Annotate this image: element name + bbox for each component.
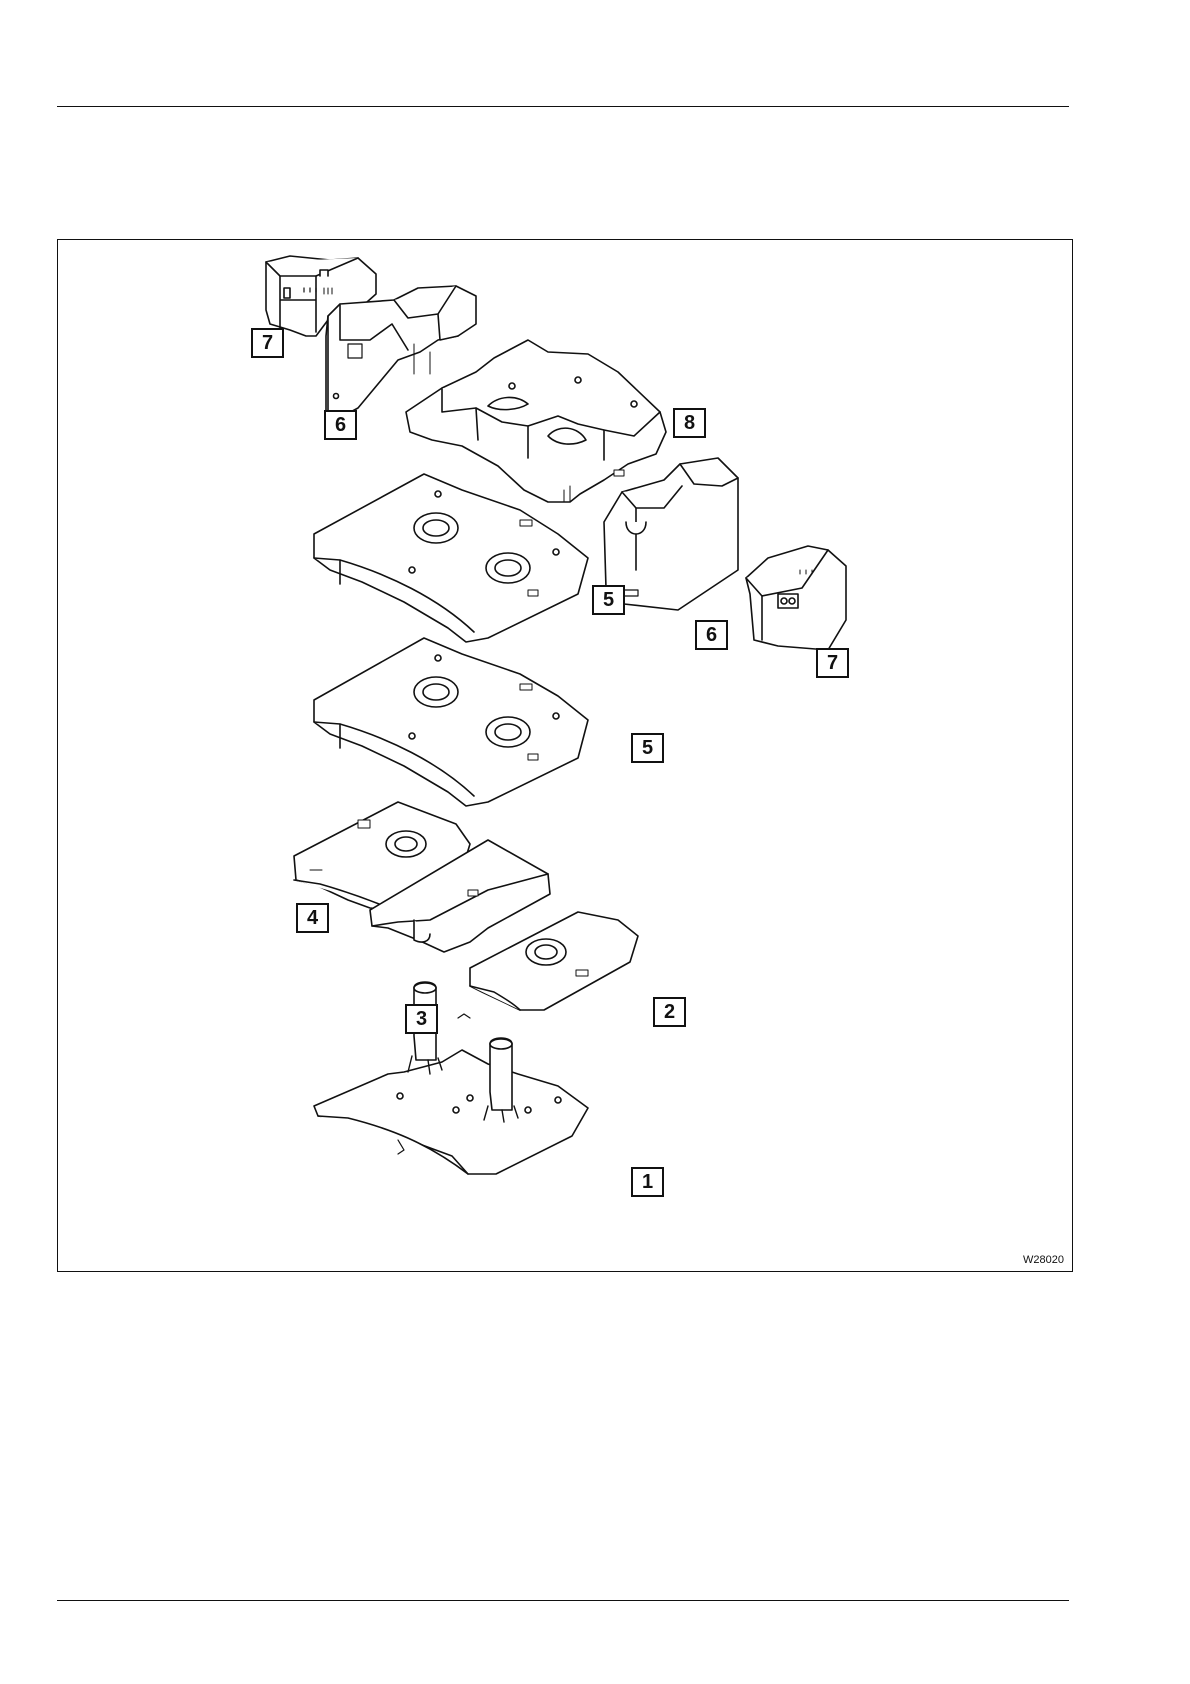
callout-8: 8 [673,408,706,438]
part-1-base [314,982,588,1174]
callout-6-top-left: 6 [324,410,357,440]
callout-1: 1 [631,1167,664,1197]
callout-6-right: 6 [695,620,728,650]
part-7-right [746,546,846,650]
callout-3: 3 [405,1004,438,1034]
callout-4: 4 [296,903,329,933]
part-5-lower [314,638,588,806]
part-8-carriage [406,340,666,502]
part-2 [470,912,638,1010]
callout-5-lower: 5 [631,733,664,763]
exploded-parts-figure: 7 6 8 5 6 7 5 4 3 2 1 W28020 [57,239,1073,1272]
callout-7-right: 7 [816,648,849,678]
footer-rule [57,1600,1069,1601]
callout-5-upper: 5 [592,585,625,615]
figure-id: W28020 [1023,1254,1064,1266]
figure-drawing [58,240,1074,1273]
header-rule [57,106,1069,107]
callout-7-top-left: 7 [251,328,284,358]
callout-2: 2 [653,997,686,1027]
